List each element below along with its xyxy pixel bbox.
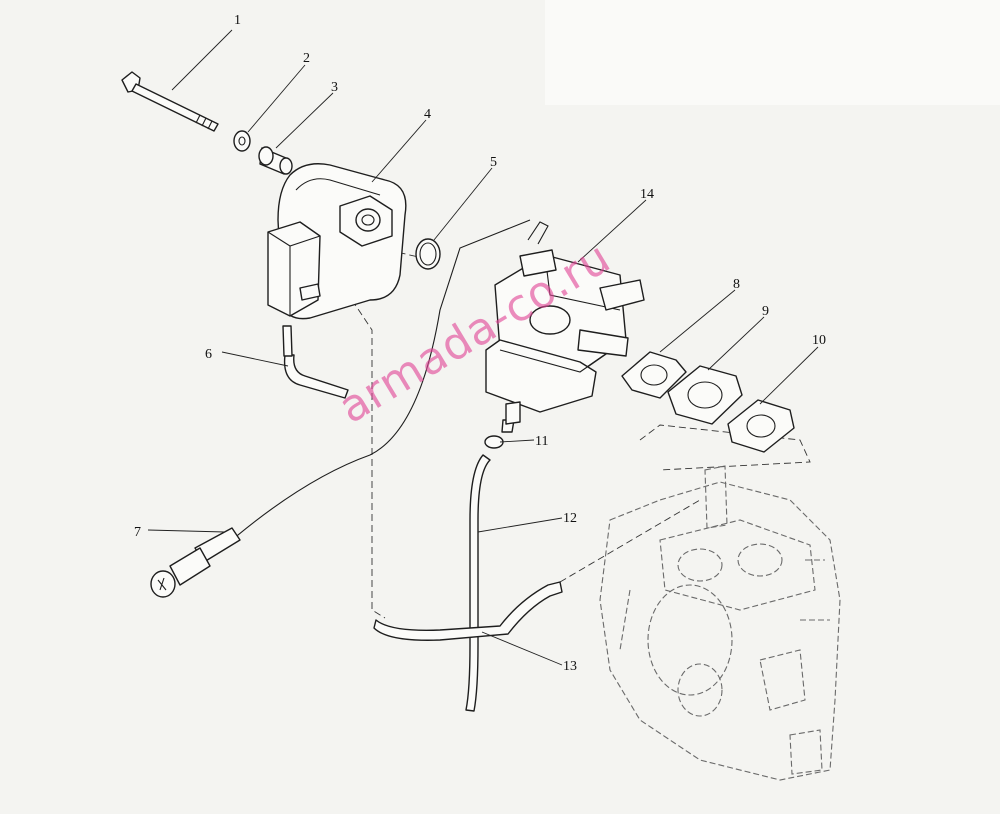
- part-3-collar: [258, 146, 293, 175]
- part-1-bolt: [121, 71, 219, 132]
- callout-3: 3: [331, 80, 338, 95]
- part-10-gasket: [727, 399, 795, 453]
- part-8-gasket: [621, 351, 687, 399]
- leader-lines: [147, 29, 819, 666]
- part-7-choke-cable: [150, 219, 531, 598]
- part-12-fuel-hose: [465, 454, 491, 712]
- callout-11: 11: [535, 434, 548, 449]
- part-9-insulator: [667, 365, 743, 425]
- part-2-washer: [233, 130, 251, 152]
- part-5-o-ring: [415, 238, 441, 270]
- part-11-clamp: [484, 419, 515, 449]
- scan-patch: [545, 0, 1000, 105]
- callout-14: 14: [640, 187, 654, 202]
- callout-9: 9: [762, 304, 769, 319]
- callout-7: 7: [134, 525, 141, 540]
- callout-12: 12: [563, 511, 577, 526]
- callout-5: 5: [490, 155, 497, 170]
- callout-1: 1: [234, 13, 241, 28]
- engine-crankcase: [599, 465, 841, 781]
- part-4-silencer: [267, 163, 407, 320]
- part-14-carburetor: [485, 221, 645, 425]
- part-6-hose: [282, 325, 349, 399]
- part-13-drain-hose: [373, 581, 563, 641]
- callout-4: 4: [424, 107, 431, 122]
- callout-2: 2: [303, 51, 310, 66]
- callout-numbers: 1 2 3 4 5 6 7 8 9 10 11 12 13 14: [134, 13, 826, 674]
- callout-6: 6: [205, 347, 212, 362]
- callout-10: 10: [812, 333, 826, 348]
- callout-8: 8: [733, 277, 740, 292]
- callout-13: 13: [563, 659, 577, 674]
